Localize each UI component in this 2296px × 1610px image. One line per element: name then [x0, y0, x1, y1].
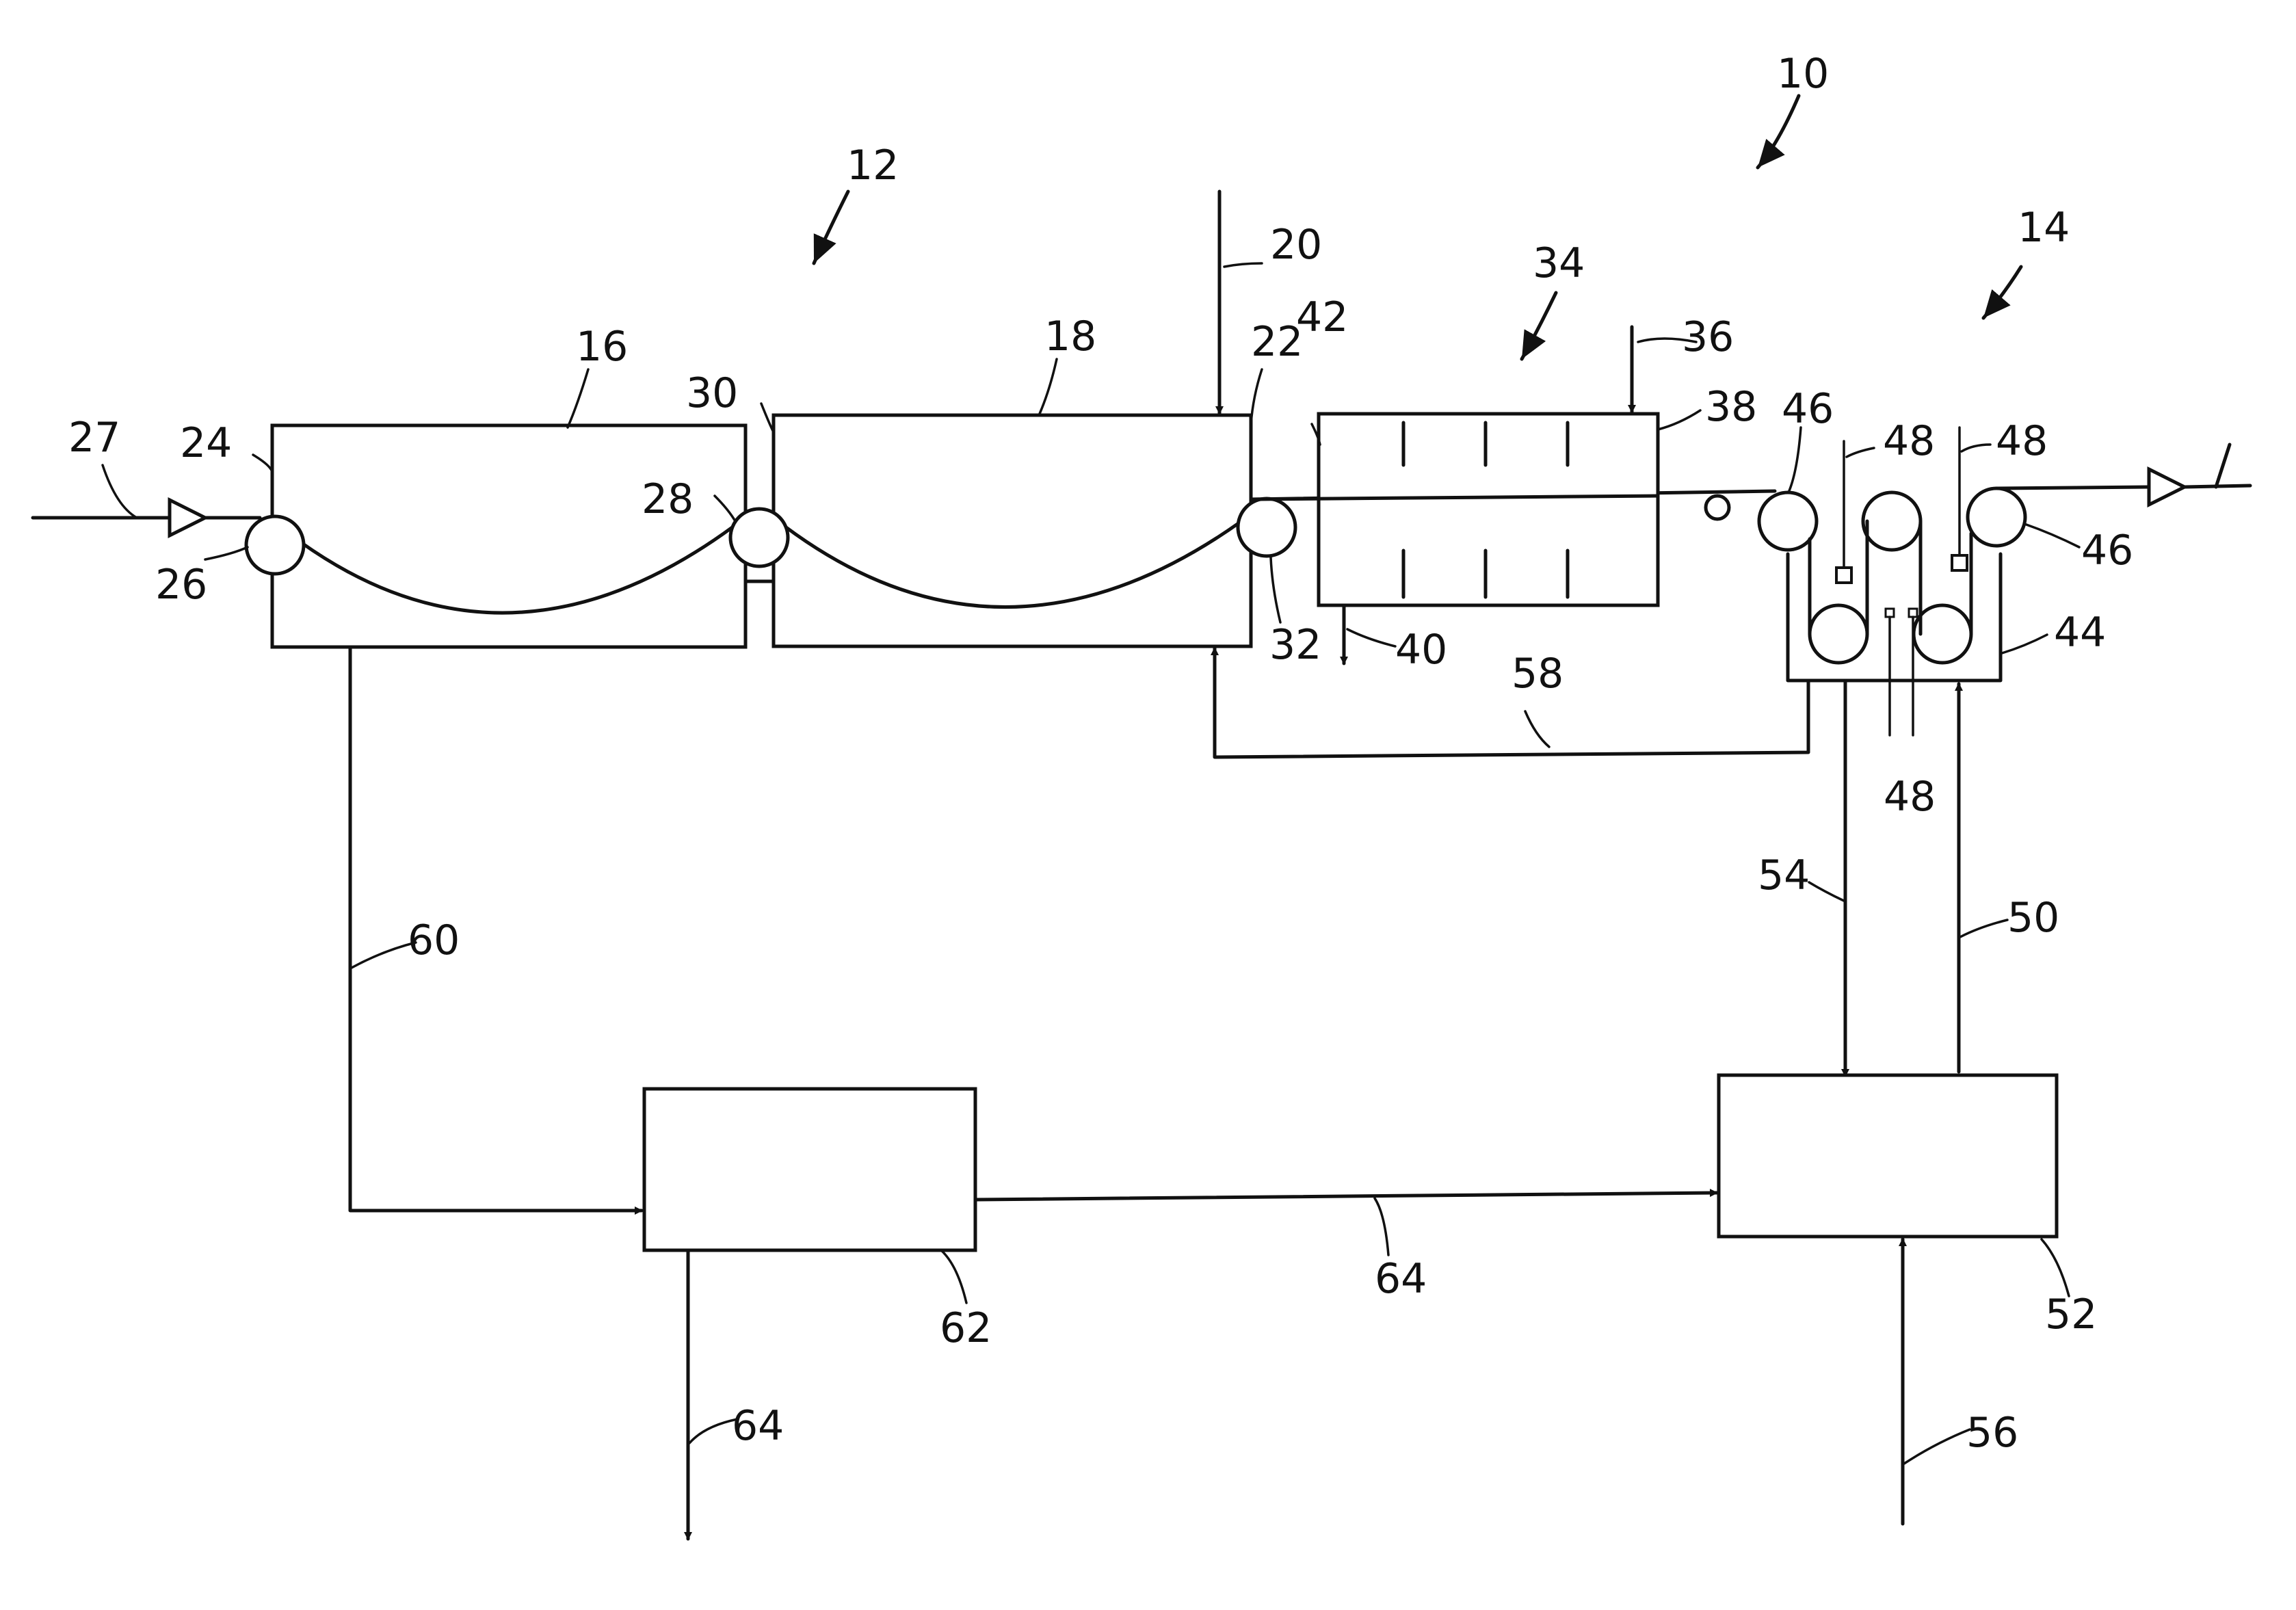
web-end-tick: [2216, 445, 2230, 487]
leader-64b: [689, 1419, 737, 1443]
label-44: 44: [2054, 609, 2106, 657]
roll-upper-mid: [1863, 492, 1921, 550]
label-64-output: 64: [732, 1402, 784, 1450]
leader-18: [1040, 359, 1057, 414]
roll-lower-right: [1914, 605, 1971, 663]
label-10: 10: [1777, 50, 1829, 98]
label-46-left: 46: [1782, 385, 1834, 433]
leader-54: [1809, 882, 1845, 901]
ref-arrow-12: [814, 192, 848, 263]
label-56: 56: [1966, 1409, 2018, 1457]
label-28: 28: [642, 475, 694, 523]
label-27: 27: [68, 414, 120, 462]
leader-50: [1960, 920, 2007, 937]
leader-48a: [1847, 448, 1874, 457]
roll-32: [1238, 499, 1295, 556]
label-36: 36: [1682, 313, 1734, 361]
leader-20: [1224, 263, 1262, 267]
leader-52: [2042, 1239, 2069, 1296]
roll-lower-left: [1810, 605, 1867, 663]
sensor-48-head: [1952, 555, 1967, 570]
leader-48b: [1962, 445, 1990, 451]
leader-46b: [2024, 524, 2079, 547]
label-60: 60: [408, 916, 460, 964]
label-64-transfer: 64: [1375, 1255, 1427, 1303]
label-18: 18: [1044, 313, 1096, 360]
tank-18: [774, 415, 1251, 646]
line-64-transfer: [975, 1193, 1717, 1200]
roll-46-left: [1759, 492, 1817, 550]
ref-arrow-10: [1758, 96, 1799, 168]
leader-16: [568, 369, 588, 427]
sensor-48-small: [1886, 609, 1894, 617]
leader-22: [1251, 369, 1262, 424]
label-52: 52: [2045, 1291, 2097, 1338]
label-48-b: 48: [1996, 417, 2048, 465]
label-14: 14: [2018, 204, 2070, 252]
label-50: 50: [2007, 894, 2059, 942]
label-16: 16: [576, 323, 628, 371]
idler-roll: [1706, 496, 1729, 519]
roll-26: [246, 516, 304, 574]
label-30: 30: [686, 369, 738, 417]
label-42: 42: [1296, 293, 1348, 341]
sensor-48-small: [1909, 609, 1917, 617]
label-38: 38: [1705, 383, 1757, 431]
label-54: 54: [1758, 852, 1810, 899]
leader-40: [1347, 629, 1395, 646]
leader-32: [1271, 557, 1280, 622]
web-direction-triangle-out: [2149, 469, 2185, 505]
leader-30: [761, 404, 774, 432]
label-20: 20: [1270, 221, 1322, 269]
label-26: 26: [155, 561, 207, 609]
label-22: 22: [1251, 318, 1303, 366]
leader-24: [253, 455, 272, 472]
leader-46a: [1789, 427, 1801, 492]
label-62: 62: [940, 1304, 992, 1352]
label-48-a: 48: [1883, 417, 1935, 465]
unit-52: [1719, 1075, 2057, 1237]
label-34: 34: [1533, 239, 1585, 287]
outgoing-web-line: [1996, 487, 2149, 488]
web-direction-triangle-in: [170, 500, 205, 536]
label-32: 32: [1269, 621, 1321, 669]
label-48-c: 48: [1884, 773, 1936, 821]
leader-27: [103, 465, 137, 518]
leader-60: [352, 942, 416, 968]
label-46-right: 46: [2081, 527, 2133, 575]
unit-62: [644, 1089, 975, 1250]
label-40: 40: [1395, 626, 1447, 674]
leader-38: [1658, 410, 1700, 430]
roll-46-right: [1968, 488, 2025, 546]
line-60: [350, 647, 642, 1211]
label-24: 24: [180, 419, 232, 467]
dryer-38: [1319, 414, 1658, 605]
ref-arrow-34: [1522, 293, 1556, 359]
leader-56: [1904, 1429, 1970, 1464]
label-58: 58: [1512, 650, 1563, 698]
roll-28: [730, 509, 788, 566]
leader-62: [941, 1250, 966, 1303]
leader-64a: [1375, 1198, 1388, 1255]
ref-arrow-14: [1983, 267, 2021, 318]
sensor-48-head: [1836, 568, 1851, 583]
leader-26: [205, 547, 248, 559]
leader-58: [1525, 711, 1549, 747]
label-12: 12: [847, 142, 899, 189]
leader-44: [2002, 635, 2047, 653]
